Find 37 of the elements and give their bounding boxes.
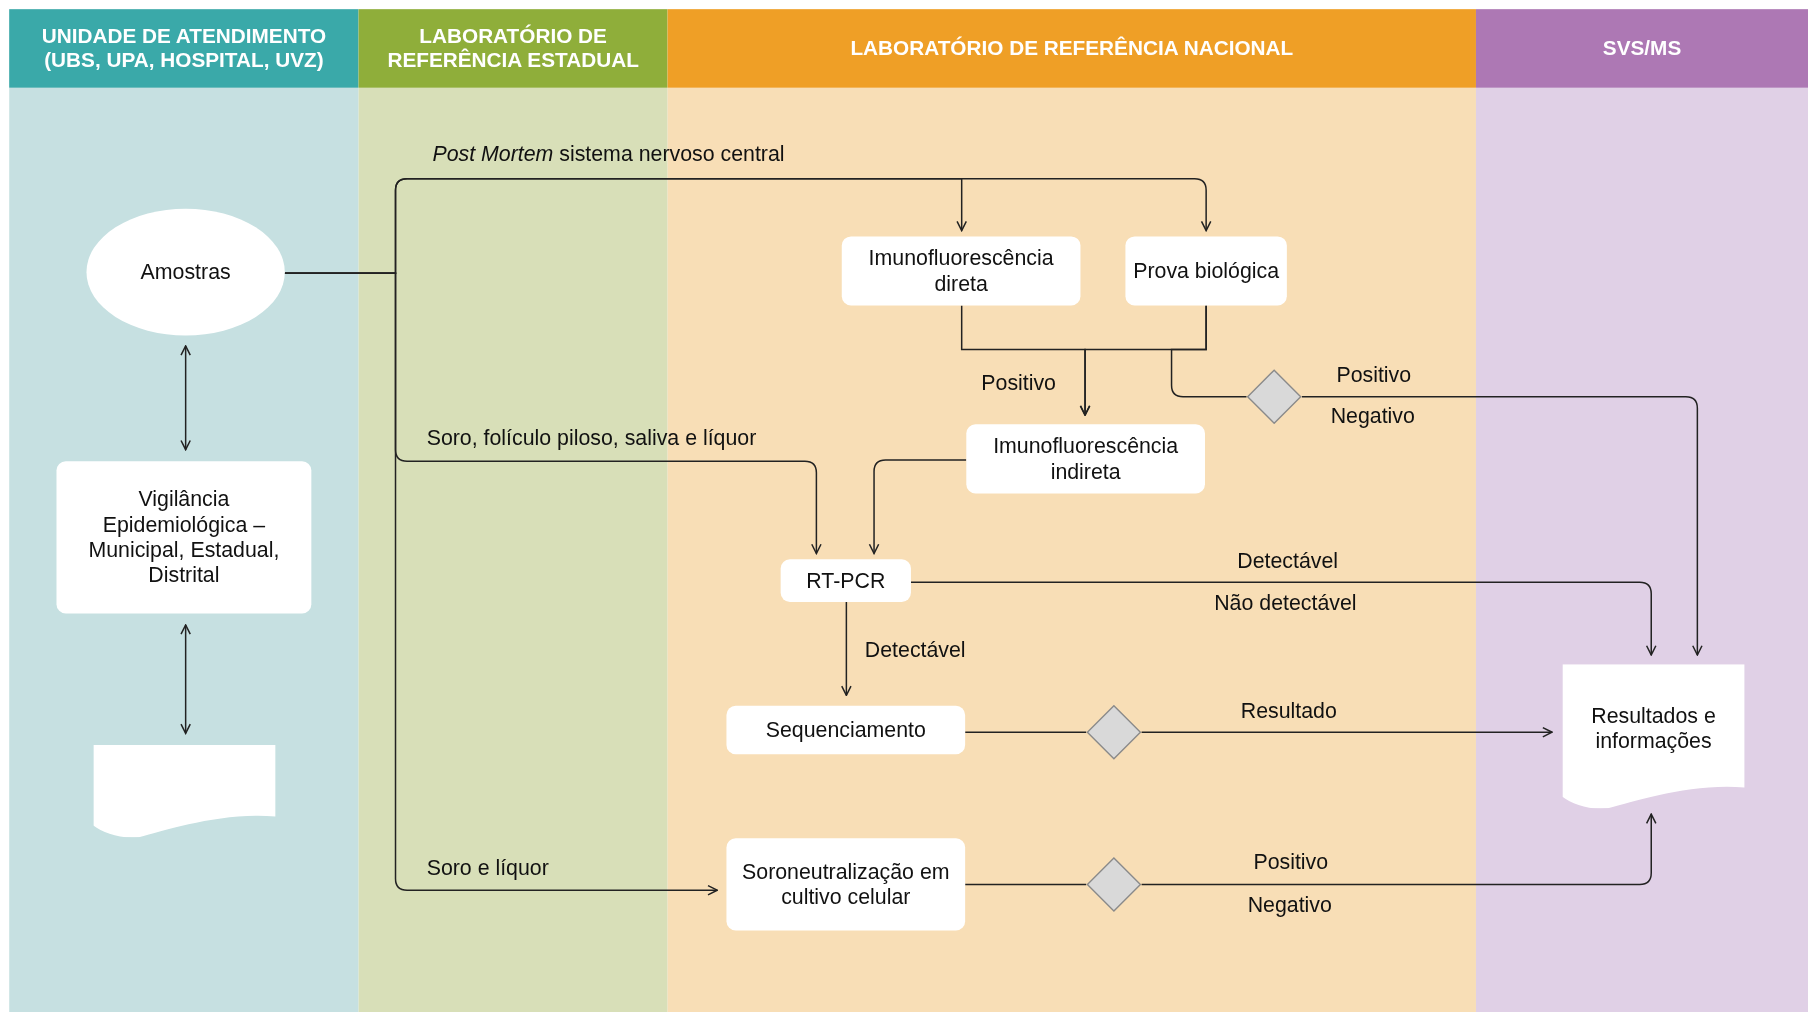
arrow (1301, 395, 1703, 656)
arrow (1140, 813, 1657, 886)
lane-header: UNIDADE DE ATENDIMENTO (UBS, UPA, HOSPITAL, UVZ) (9, 9, 359, 88)
edge-label: Positivo (1253, 849, 1329, 876)
process-box: RT-PCR (780, 559, 911, 602)
outcome-text: Negativo (1247, 892, 1332, 918)
process-box: Imunofluorescência direta (841, 236, 1081, 306)
arrow (284, 272, 718, 896)
edge-label: Positivo (1336, 362, 1412, 388)
edge-label: Soro, folículo piloso, saliva e líquor (426, 425, 757, 451)
process-box: Sequenciamento (726, 705, 966, 755)
edge-label: Positivo (981, 370, 1056, 396)
edge-label: Soro e líquor (426, 855, 549, 881)
process-box: Vigilância Epidemiológica – Municipal, Estadual, Distrital (56, 461, 312, 614)
edge-label: Resultado (1240, 698, 1337, 725)
edge-label: Detectável (864, 637, 966, 664)
decision-diamond (1246, 369, 1302, 425)
process-box: Soroneutralização em cultivo celular (726, 838, 966, 931)
lane-header: SVS/MS (1475, 9, 1808, 88)
arrow (180, 624, 191, 735)
outcome-text: Negativo (1330, 403, 1415, 429)
lane-header: LABORATÓRIO DE REFERÊNCIA NACIONAL (667, 9, 1476, 88)
decision-diamond (1086, 704, 1142, 760)
edge-label: Post Mortem sistema nervoso central (432, 141, 785, 168)
arrow (1140, 726, 1553, 738)
lane-header: LABORATÓRIO DE REFERÊNCIA ESTADUAL (358, 9, 668, 88)
arrow (841, 601, 852, 697)
process-box: Prova biológica (1125, 236, 1287, 306)
outcome-text: Não detectável (1214, 590, 1357, 616)
arrow (910, 581, 1657, 656)
arrow (180, 345, 191, 451)
document-shape (93, 744, 276, 838)
arrow (868, 459, 968, 555)
process-box: Imunofluorescência indireta (966, 424, 1205, 494)
document-shape: Resultados e informações (1562, 664, 1745, 809)
decision-diamond (1086, 856, 1142, 913)
edge-label: Detectável (1237, 548, 1339, 575)
